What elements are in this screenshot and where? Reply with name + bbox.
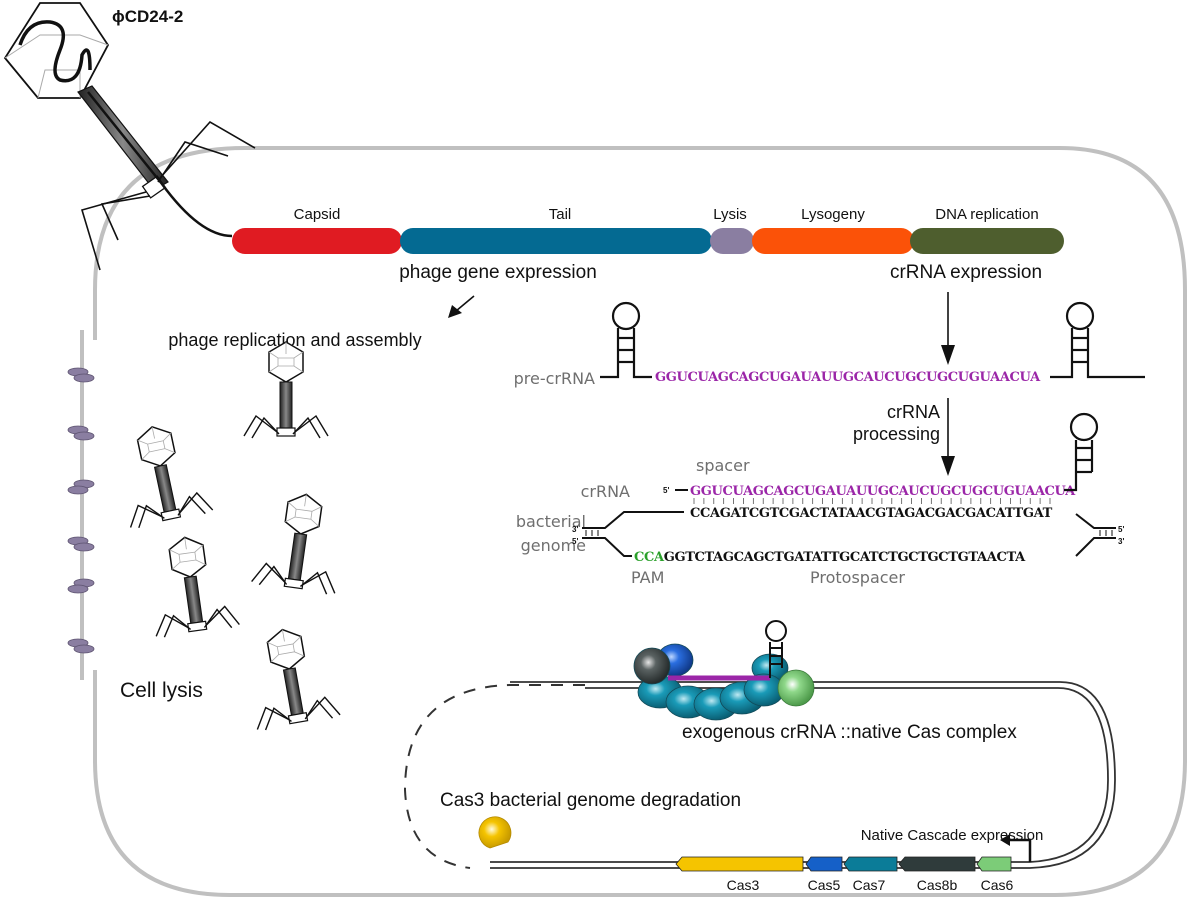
degradation-label: Cas3 bacterial genome degradation [440, 790, 741, 811]
phage-icon [243, 341, 329, 439]
bacterial-chromosome [403, 681, 1116, 869]
phage-name: ϕCD24-2 [112, 7, 183, 26]
cascade-complex-icon [633, 620, 815, 721]
arrow-icon [448, 295, 475, 318]
module-lysis [710, 228, 754, 254]
promoter-arrow-icon [1000, 834, 1032, 862]
three-prime-label: 3' [1118, 537, 1124, 546]
bacterial-genome-label: genome [521, 536, 586, 555]
phage-icon [240, 621, 342, 733]
cas3-nuclease-icon [478, 816, 512, 849]
crrna-expression-label: crRNA expression [890, 262, 1042, 283]
module-dna-replication [910, 228, 1064, 254]
phage-icon [250, 487, 349, 597]
crrna-processing-label: processing [853, 424, 940, 444]
phage-replication-label: phage replication and assembly [168, 330, 421, 350]
gene-label: Cas3 [727, 877, 760, 893]
pam-sequence: CCA [634, 550, 665, 565]
phage-icon [142, 530, 241, 640]
arrow-icon [941, 292, 955, 365]
cas-operon [675, 856, 1012, 872]
pam-label: PAM [631, 568, 664, 587]
gene-label: Cas7 [853, 877, 886, 893]
gene-label: Cas6 [981, 877, 1014, 893]
phage-gene-expression-label: phage gene expression [399, 262, 597, 283]
three-prime-label: 3' [572, 525, 578, 534]
hairpin-icon [600, 301, 652, 379]
cascade-expression-label: Native Cascade expression [861, 827, 1044, 844]
five-prime-label: 5' [1118, 525, 1124, 534]
bacterial-genome-label: bacterial [516, 512, 586, 531]
protospacer-label: Protospacer [810, 568, 905, 587]
protospacer-sequence: CCAGGTCTAGCAGCTGATATTGCATCTGCTGCTGTAACTA [634, 550, 1026, 565]
five-prime-label: 5' [572, 537, 578, 546]
gene-cas8b [898, 856, 976, 872]
gene-label: Cas8b [917, 877, 958, 893]
infecting-phage-icon [3, 2, 256, 271]
base-pair-ticks [693, 498, 1051, 504]
hairpin-icon [1064, 412, 1099, 492]
cell-wall [93, 146, 1187, 897]
module-label: Lysogeny [801, 206, 865, 223]
module-tail [400, 228, 712, 254]
phage-genome [232, 228, 1064, 254]
gene-cas6 [976, 856, 1012, 872]
gene-cas5 [805, 856, 843, 872]
crrna-sequence: GGUCUAGCAGCUGAUAUUGCAUCUGCUGCUGUAACUA [690, 484, 1076, 499]
gene-label: Cas5 [808, 877, 841, 893]
cas-complex-label: exogenous crRNA ::native Cas complex [682, 722, 1017, 743]
spacer-label: spacer [696, 456, 750, 475]
gene-cas7 [843, 856, 898, 872]
cell-lysis-label: Cell lysis [120, 679, 203, 702]
hairpin-icon [1050, 301, 1145, 379]
lysis-proteins [67, 367, 95, 654]
phage-icon [110, 417, 214, 531]
target-strand-sequence: CCAGATCGTCGACTATAACGTAGACGACGACATTGAT [690, 506, 1053, 521]
arrow-icon [941, 398, 955, 476]
dna-strands [582, 511, 1116, 557]
protospacer-bases: GGTCTAGCAGCTGATATTGCATCTGCTGCTGTAACTA [664, 550, 1026, 565]
module-capsid [232, 228, 402, 254]
module-label: Tail [549, 206, 572, 223]
five-prime-label: 5' [663, 486, 669, 495]
gene-cas3 [675, 856, 804, 872]
pre-crrna-sequence: GGUCUAGCAGCUGAUAUUGCAUCUGCUGCUGUAACUA [655, 370, 1041, 385]
crrna-label: crRNA [581, 482, 630, 501]
crrna-processing-label: crRNA [887, 402, 940, 422]
module-lysogeny [752, 228, 914, 254]
module-label: DNA replication [935, 206, 1038, 223]
module-label: Lysis [713, 206, 747, 223]
pre-crrna-label: pre-crRNA [514, 369, 595, 388]
module-label: Capsid [294, 206, 341, 223]
